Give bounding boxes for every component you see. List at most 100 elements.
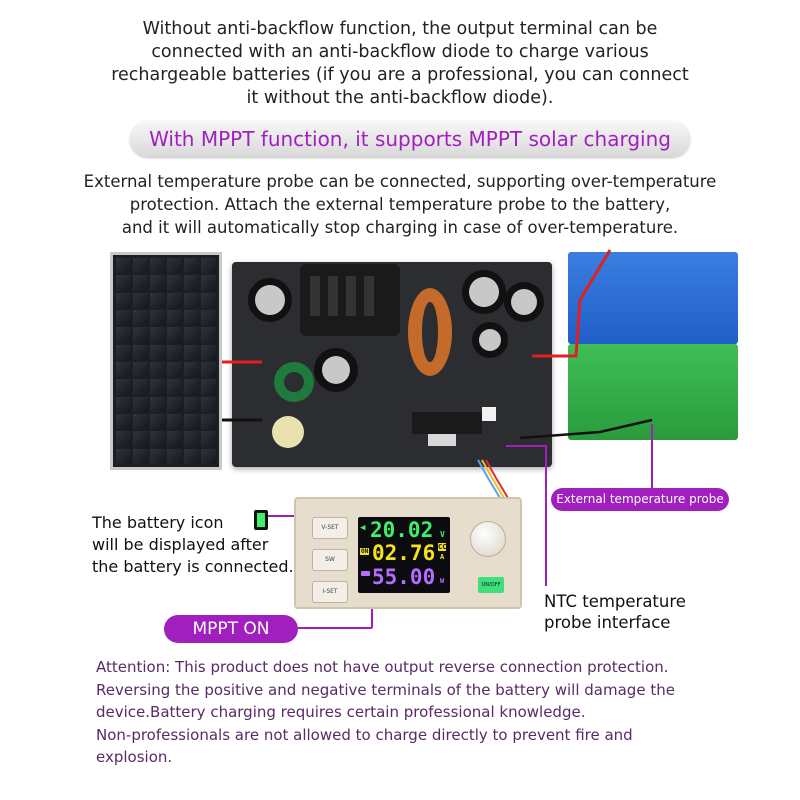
solar-cell — [150, 292, 165, 308]
solar-cell — [167, 327, 182, 343]
external-temperature-probe-label: External temperature probe — [551, 488, 729, 511]
solar-cell — [167, 379, 182, 395]
solar-cell — [133, 258, 148, 274]
solar-cell — [201, 396, 216, 412]
current-unit: A — [440, 553, 445, 561]
solar-cell — [133, 448, 148, 464]
intro-line: it without the anti-backflow diode). — [246, 88, 554, 108]
voltage-unit: V — [440, 530, 445, 539]
intro-line: connected with an anti-backflow diode to… — [151, 42, 649, 62]
solar-cell — [184, 413, 199, 430]
speaker-icon: ◀ — [360, 523, 366, 533]
caption-line: will be displayed after — [92, 535, 269, 554]
solar-cell — [150, 309, 165, 326]
solar-cell — [201, 258, 216, 274]
current-readout: 02.76 — [372, 541, 436, 565]
solar-cell — [133, 396, 148, 412]
solar-cell — [167, 396, 182, 412]
solar-cell — [184, 327, 199, 343]
battery-top-image — [568, 252, 738, 344]
solar-cell — [133, 413, 148, 430]
solar-cell — [116, 327, 131, 343]
solar-cell — [201, 448, 216, 464]
temperature-line: protection. Attach the external temperat… — [129, 195, 671, 214]
solar-cell — [167, 309, 182, 326]
solar-cell — [167, 344, 182, 360]
solar-cell — [184, 396, 199, 412]
solar-cell — [150, 327, 165, 343]
solar-cell — [116, 448, 131, 464]
solar-cell — [133, 292, 148, 308]
solar-cell — [167, 292, 182, 308]
solar-cell — [116, 361, 131, 378]
power-readout: 55.00 — [372, 565, 436, 589]
solar-cell — [116, 344, 131, 360]
solar-cell — [116, 396, 131, 412]
attention-paragraph: Attention: This product does not have ou… — [96, 656, 756, 769]
solar-cell — [133, 431, 148, 447]
solar-cell — [201, 344, 216, 360]
sw-button[interactable]: SW — [312, 549, 348, 571]
solar-cell — [167, 448, 182, 464]
on-indicator: ON — [360, 548, 370, 555]
attention-line: Attention: This product does not have ou… — [96, 658, 669, 676]
solar-cell — [184, 448, 199, 464]
converter-board-image — [232, 262, 552, 467]
solar-cell — [116, 275, 131, 291]
solar-cell — [167, 431, 182, 447]
ntc-line: NTC temperature — [544, 592, 686, 611]
mppt-indicator-icon — [361, 571, 370, 576]
solar-cell — [150, 258, 165, 274]
solar-cell — [150, 344, 165, 360]
solar-cell — [150, 431, 165, 447]
caption-line: The battery icon — [92, 513, 224, 532]
intro-line: Without anti-backflow function, the outp… — [142, 19, 658, 39]
solar-cell — [167, 258, 182, 274]
v-set-button[interactable]: V-SET — [312, 517, 348, 539]
battery-icon-caption: The battery icon will be displayed after… — [92, 512, 294, 578]
solar-cell — [184, 361, 199, 378]
voltage-readout: 20.02 — [370, 518, 434, 542]
solar-cell — [184, 379, 199, 395]
solar-cell — [201, 361, 216, 378]
solar-cell — [167, 361, 182, 378]
ntc-line: probe interface — [544, 613, 671, 632]
solar-cell — [133, 361, 148, 378]
display-module: V-SET SW I-SET ◀ 20.02 V ON 02.76 CC A 5… — [294, 497, 522, 609]
mppt-on-label: MPPT ON — [164, 615, 298, 643]
solar-cell — [133, 379, 148, 395]
rotary-knob[interactable] — [470, 521, 506, 557]
intro-line: rechargeable batteries (if you are a pro… — [111, 65, 689, 85]
i-set-button[interactable]: I-SET — [312, 581, 348, 603]
solar-cell — [184, 292, 199, 308]
solar-cell — [116, 379, 131, 395]
solar-cell — [201, 327, 216, 343]
attention-line: Reversing the positive and negative term… — [96, 680, 675, 699]
board-components — [248, 264, 544, 448]
lcd-screen: ◀ 20.02 V ON 02.76 CC A 55.00 W — [358, 517, 450, 593]
solar-cell — [150, 396, 165, 412]
intro-paragraph: Without anti-backflow function, the outp… — [40, 18, 760, 110]
solar-cell — [116, 258, 131, 274]
solar-cell — [201, 413, 216, 430]
battery-icon — [254, 510, 268, 530]
solar-cell — [150, 413, 165, 430]
on-off-button[interactable]: ON/OFF — [478, 577, 504, 593]
solar-cell — [201, 431, 216, 447]
cc-mode-badge: CC — [438, 543, 447, 551]
attention-line: explosion. — [96, 748, 173, 766]
solar-cell — [184, 275, 199, 291]
ntc-interface-label: NTC temperature probe interface — [544, 591, 686, 633]
solar-cell — [167, 275, 182, 291]
solar-cell — [133, 309, 148, 326]
solar-cell — [184, 258, 199, 274]
caption-line: the battery is connected. — [92, 557, 294, 576]
solar-cell — [116, 292, 131, 308]
solar-cell — [201, 292, 216, 308]
solar-cell — [201, 275, 216, 291]
temperature-line: and it will automatically stop charging … — [121, 218, 679, 237]
solar-cell — [167, 413, 182, 430]
solar-cell — [201, 379, 216, 395]
temperature-line: External temperature probe can be connec… — [83, 172, 717, 191]
